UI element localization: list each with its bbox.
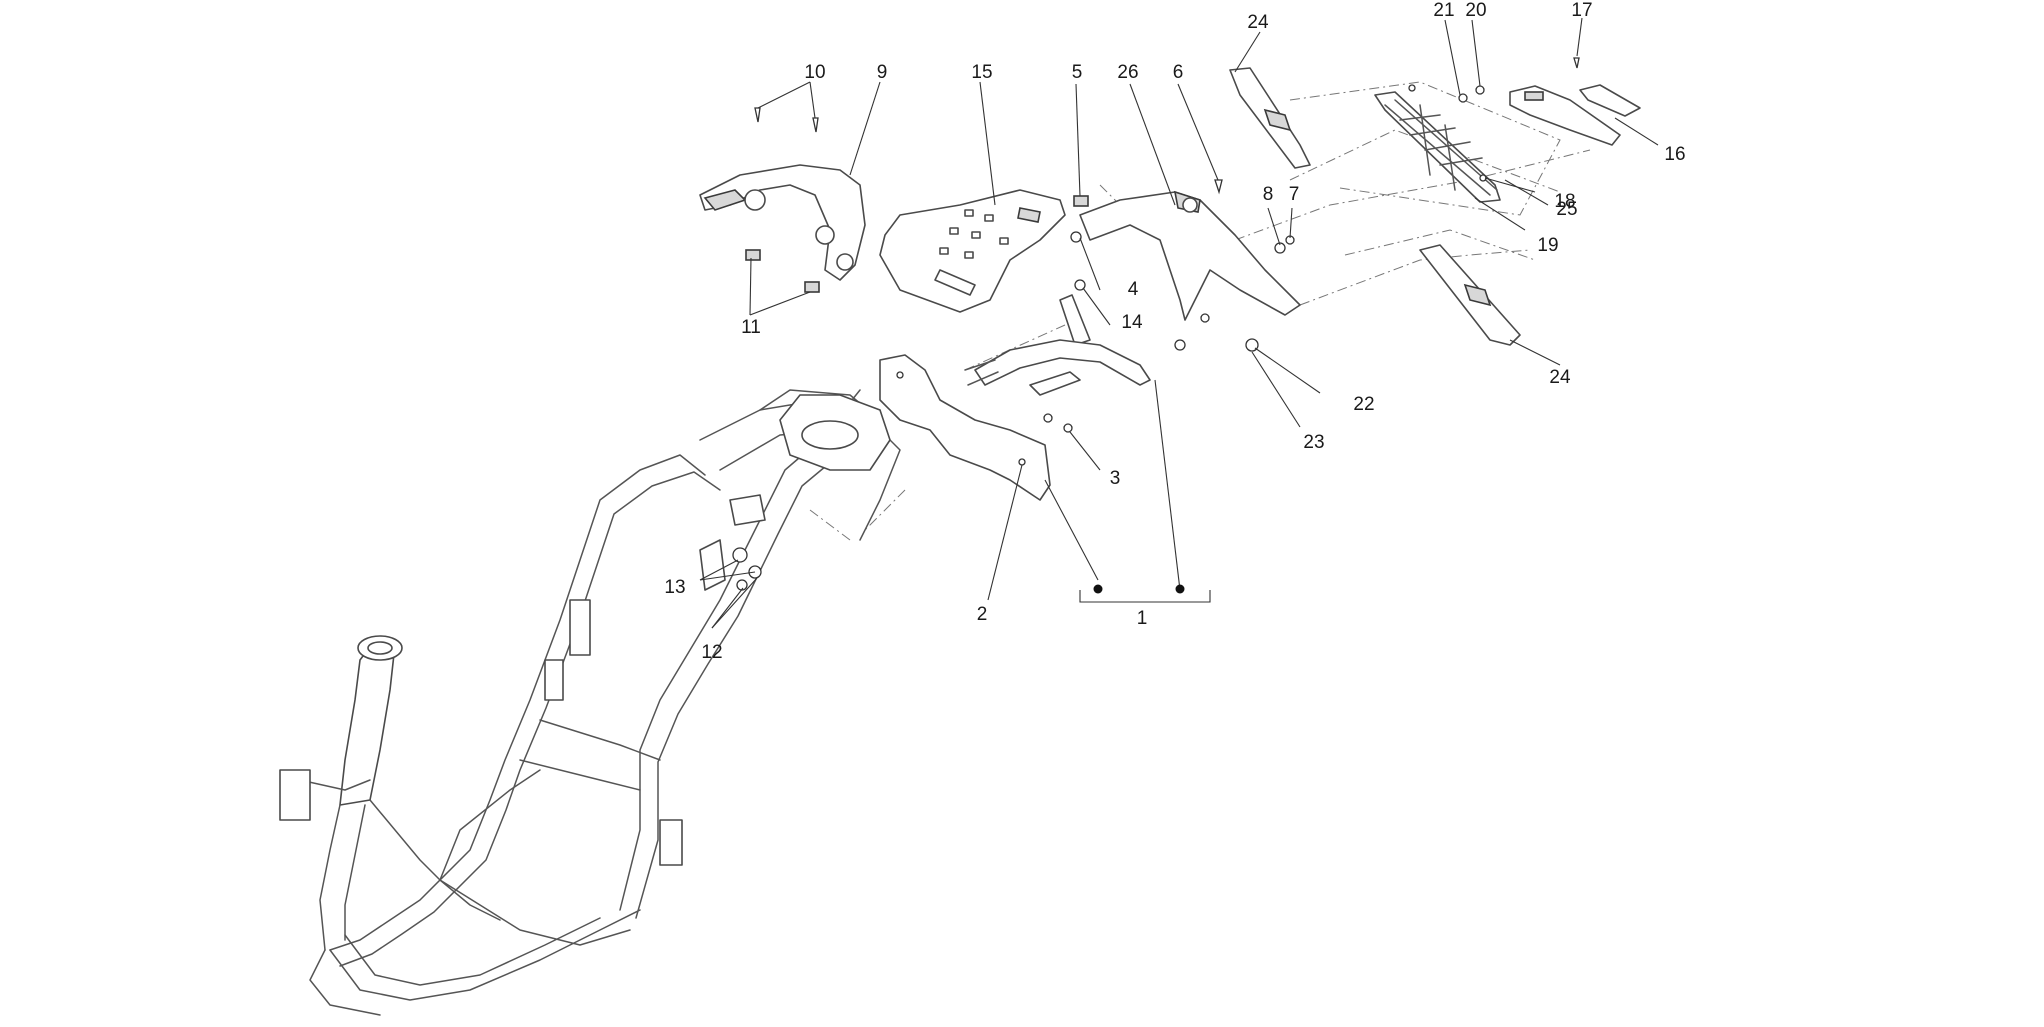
assembly-guide-lines — [809, 81, 1591, 541]
part-24-side-panel-upper — [1229, 67, 1311, 169]
part-26-rear-fender — [1079, 190, 1301, 321]
label-4: 4 — [1128, 279, 1139, 300]
leader-lines — [699, 17, 1659, 629]
part-16-light-lens — [1579, 84, 1641, 117]
label-6: 6 — [1173, 62, 1184, 83]
label-13: 13 — [664, 577, 685, 598]
label-20: 20 — [1465, 0, 1486, 21]
label-17: 17 — [1571, 0, 1592, 21]
label-2: 2 — [977, 604, 988, 625]
part-14-bracket — [974, 294, 1151, 396]
tray-slots — [939, 209, 1009, 259]
part-15-rear-tray — [879, 189, 1066, 313]
label-21: 21 — [1433, 0, 1454, 21]
part-9-grab-rail — [699, 164, 866, 281]
label-23: 23 — [1303, 432, 1324, 453]
label-14: 14 — [1121, 312, 1143, 333]
callout-labels: 1 2 3 4 5 6 7 8 9 10 11 12 13 14 15 16 1… — [664, 0, 1685, 663]
label-18: 18 — [1554, 191, 1575, 212]
fasteners — [732, 57, 1580, 591]
label-19: 19 — [1537, 235, 1558, 256]
part-19-plate-holder — [1374, 91, 1501, 203]
main-frame-chassis — [279, 389, 901, 1016]
label-12: 12 — [701, 642, 722, 663]
label-10: 10 — [804, 62, 825, 83]
label-16: 16 — [1664, 144, 1685, 165]
label-26: 26 — [1117, 62, 1138, 83]
label-5: 5 — [1072, 62, 1083, 83]
label-15: 15 — [971, 62, 992, 83]
label-3: 3 — [1110, 468, 1121, 489]
label-9: 9 — [877, 62, 888, 83]
label-7: 7 — [1289, 184, 1300, 205]
label-22: 22 — [1353, 394, 1374, 415]
label-25: 25 — [1556, 199, 1577, 220]
part-18-plate-light-housing — [1509, 85, 1621, 146]
label-24-lower: 24 — [1549, 367, 1571, 388]
label-24-upper: 24 — [1247, 12, 1269, 33]
part-2-mounting-plate — [879, 354, 1051, 501]
part-24-side-panel-lower — [1419, 244, 1521, 346]
label-11: 11 — [741, 317, 761, 338]
label-1: 1 — [1137, 608, 1148, 629]
label-8: 8 — [1263, 184, 1274, 205]
